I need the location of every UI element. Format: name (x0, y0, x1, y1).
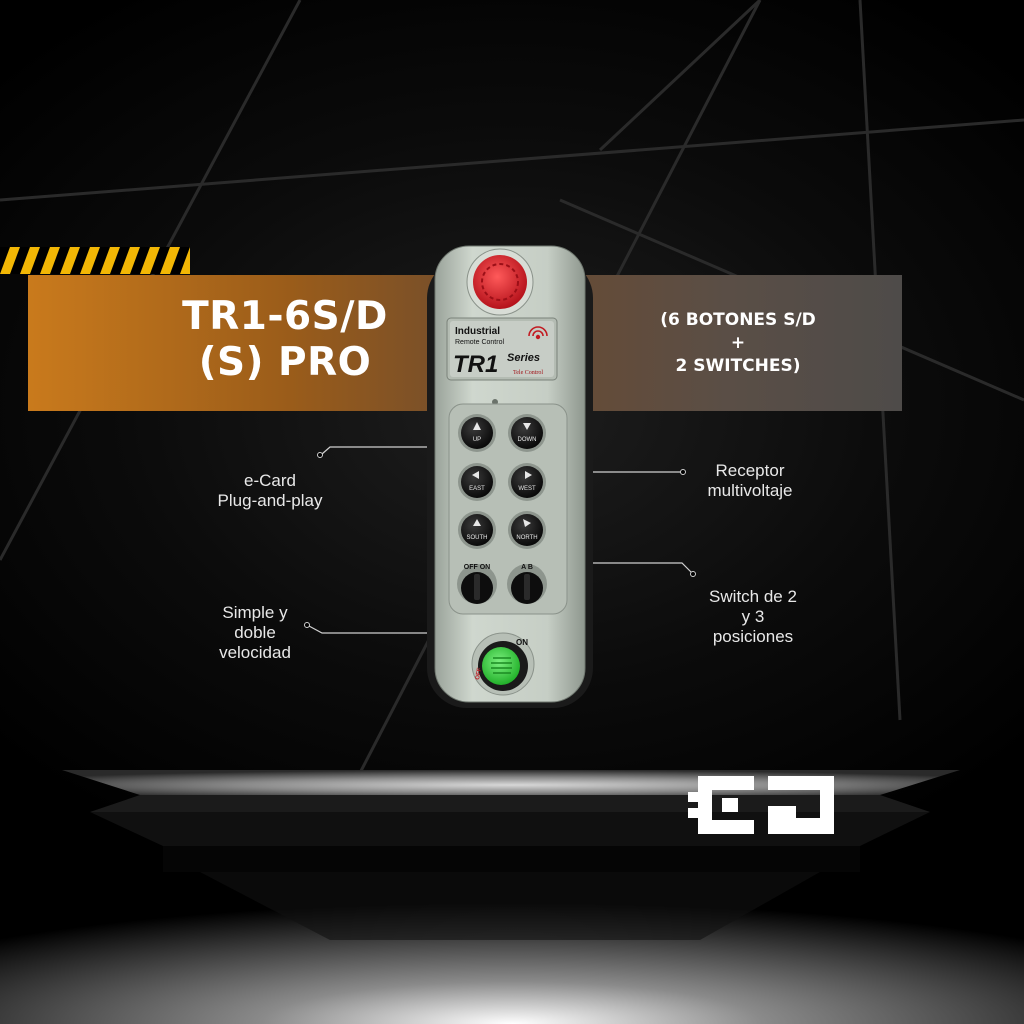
model-description-line-2: + (730, 333, 746, 353)
button-west[interactable] (511, 466, 543, 498)
callout-speed-line-3: velocidad (219, 643, 291, 662)
key-switch-off-label: OFF (475, 667, 483, 680)
hazard-stripes (0, 247, 190, 274)
model-title-line-2: (S) PRO (198, 340, 372, 385)
button-up[interactable] (461, 417, 493, 449)
button-down[interactable] (511, 417, 543, 449)
key-switch[interactable]: ON OFF (471, 632, 535, 696)
arrow-south-icon (473, 519, 481, 526)
switch-left-label: OFF ON (464, 564, 490, 571)
callout-switch-line-2: y 3 (741, 607, 765, 626)
callout-switch-line-1: Switch de 2 (709, 587, 797, 606)
button-label-west: WEST (518, 486, 536, 492)
label-brand: Tele Control (513, 370, 543, 376)
button-north[interactable] (511, 514, 543, 546)
callout-switch-line-3: posiciones (712, 627, 794, 646)
callout-receptor: Receptor multivoltaje (670, 461, 830, 501)
key-switch-on-label: ON (516, 638, 528, 647)
callout-speed: Simple y doble velocidad (190, 603, 320, 663)
pedestal (0, 770, 1024, 1024)
rotary-switch-left[interactable] (457, 564, 497, 604)
callout-ecard-line-1: e-Card (244, 471, 296, 490)
button-south[interactable] (461, 514, 493, 546)
callout-receptor-line-1: Receptor (715, 461, 785, 480)
remote-control: Industrial Remote Control TR1 Series Tel… (427, 245, 593, 708)
callout-ecard-line-2: Plug-and-play (217, 491, 323, 510)
emergency-stop-icon (466, 248, 534, 316)
callout-speed-line-1: Simple y (222, 603, 288, 622)
arrow-west-icon (525, 471, 532, 479)
arrow-down-icon (523, 423, 531, 430)
button-label-east: EAST (469, 486, 485, 492)
callout-speed-line-2: doble (234, 623, 276, 642)
model-description-line-1: (6 BOTONES S/D (660, 310, 816, 330)
model-title-line-1: TR1-6S/D (182, 294, 388, 339)
switch-right-label: A B (521, 564, 533, 571)
label-series: Series (507, 352, 540, 364)
label-remote-control: Remote Control (455, 339, 504, 346)
label-industrial: Industrial (455, 326, 500, 337)
wireless-signal-icon (528, 326, 548, 340)
callout-receptor-line-2: multivoltaje (707, 481, 793, 500)
arrow-north-icon (523, 519, 531, 527)
brand-logo-icon (688, 776, 834, 834)
button-label-up: UP (473, 437, 481, 443)
button-east[interactable] (461, 466, 493, 498)
button-label-south: SOUTH (467, 535, 488, 541)
callout-ecard: e-Card Plug-and-play (190, 471, 350, 511)
model-description-line-3: 2 SWITCHES) (675, 356, 801, 376)
button-grid: UP DOWN EAST WEST SOUTH NORTH OFF ON A B (457, 414, 547, 604)
button-label-down: DOWN (518, 437, 537, 443)
rotary-switch-right[interactable] (507, 564, 547, 604)
button-label-north: NORTH (516, 535, 537, 541)
callout-switch: Switch de 2 y 3 posiciones (678, 587, 828, 647)
arrow-east-icon (472, 471, 479, 479)
model-title: TR1-6S/D (S) PRO (130, 294, 440, 386)
model-description: (6 BOTONES S/D + 2 SWITCHES) (620, 309, 856, 378)
label-series-name: TR1 (453, 351, 498, 378)
arrow-up-icon (473, 422, 481, 430)
